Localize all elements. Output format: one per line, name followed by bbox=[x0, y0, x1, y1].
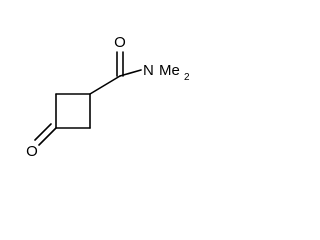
carbonyl-to-nitrogen-bond bbox=[119, 69, 142, 77]
ring-to-carbonyl-bond bbox=[89, 75, 121, 95]
methyl-label: Me bbox=[159, 62, 180, 79]
ketone-double-bond-b bbox=[34, 123, 52, 141]
amide-nitrogen-label: N bbox=[143, 62, 154, 79]
ketone-double-bond-a bbox=[38, 127, 57, 146]
ketone-oxygen-label: O bbox=[26, 143, 38, 160]
carbonyl-oxygen-label: O bbox=[114, 34, 126, 51]
chemical-structure: O N Me 2 O bbox=[26, 34, 190, 160]
methyl-count-subscript: 2 bbox=[184, 72, 190, 83]
